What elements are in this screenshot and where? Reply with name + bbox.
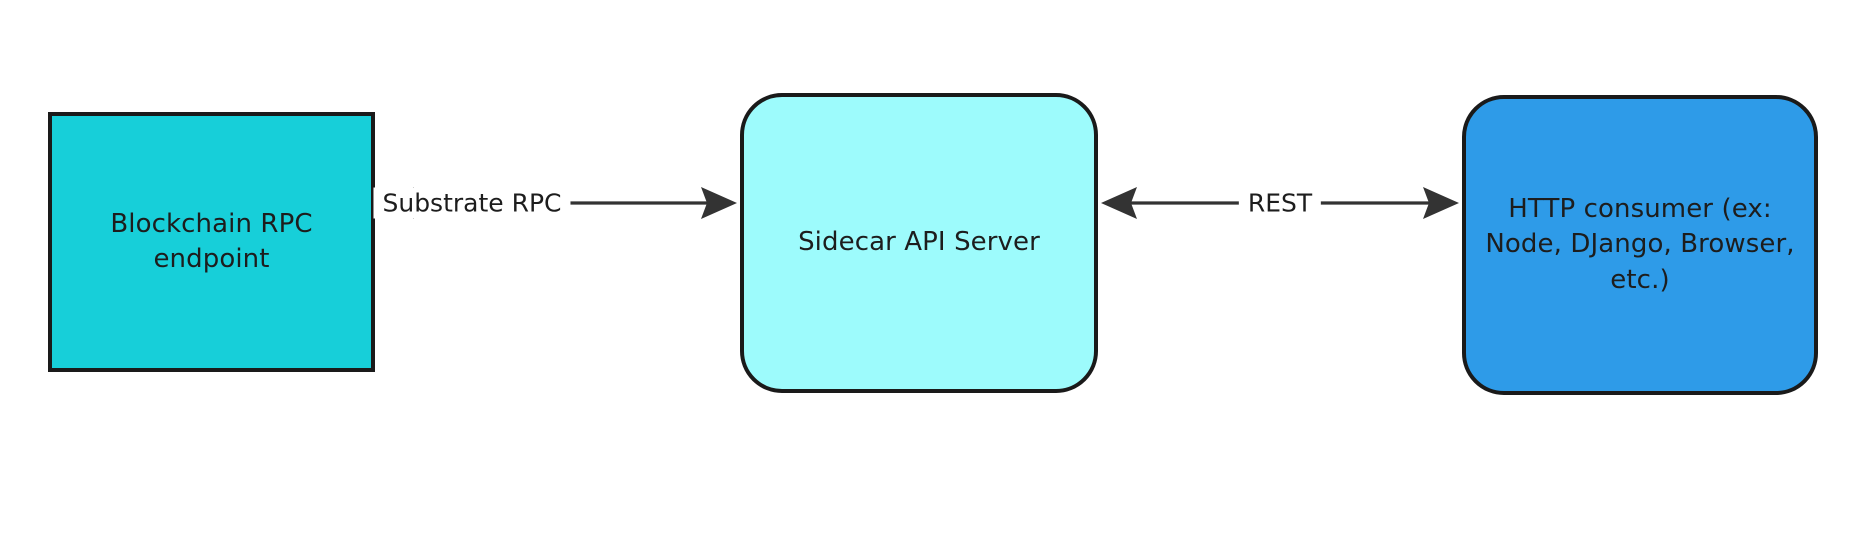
- node-http-consumer[interactable]: HTTP consumer (ex: Node, DJango, Browser…: [1462, 95, 1818, 395]
- arrowhead-right-substrate-rpc: [701, 187, 737, 219]
- node-blockchain-rpc-label: Blockchain RPC endpoint: [110, 208, 313, 274]
- edge-label-substrate-rpc: Substrate RPC: [373, 187, 571, 219]
- node-sidecar-api[interactable]: Sidecar API Server: [740, 93, 1098, 393]
- edge-label-rest: REST: [1238, 187, 1322, 219]
- node-sidecar-api-label: Sidecar API Server: [798, 227, 1040, 258]
- arrowhead-left-rest: [1101, 187, 1137, 219]
- node-blockchain-rpc[interactable]: Blockchain RPC endpoint: [48, 112, 375, 372]
- arrowhead-right-rest: [1423, 187, 1459, 219]
- node-http-consumer-label: HTTP consumer (ex: Node, DJango, Browser…: [1485, 193, 1795, 295]
